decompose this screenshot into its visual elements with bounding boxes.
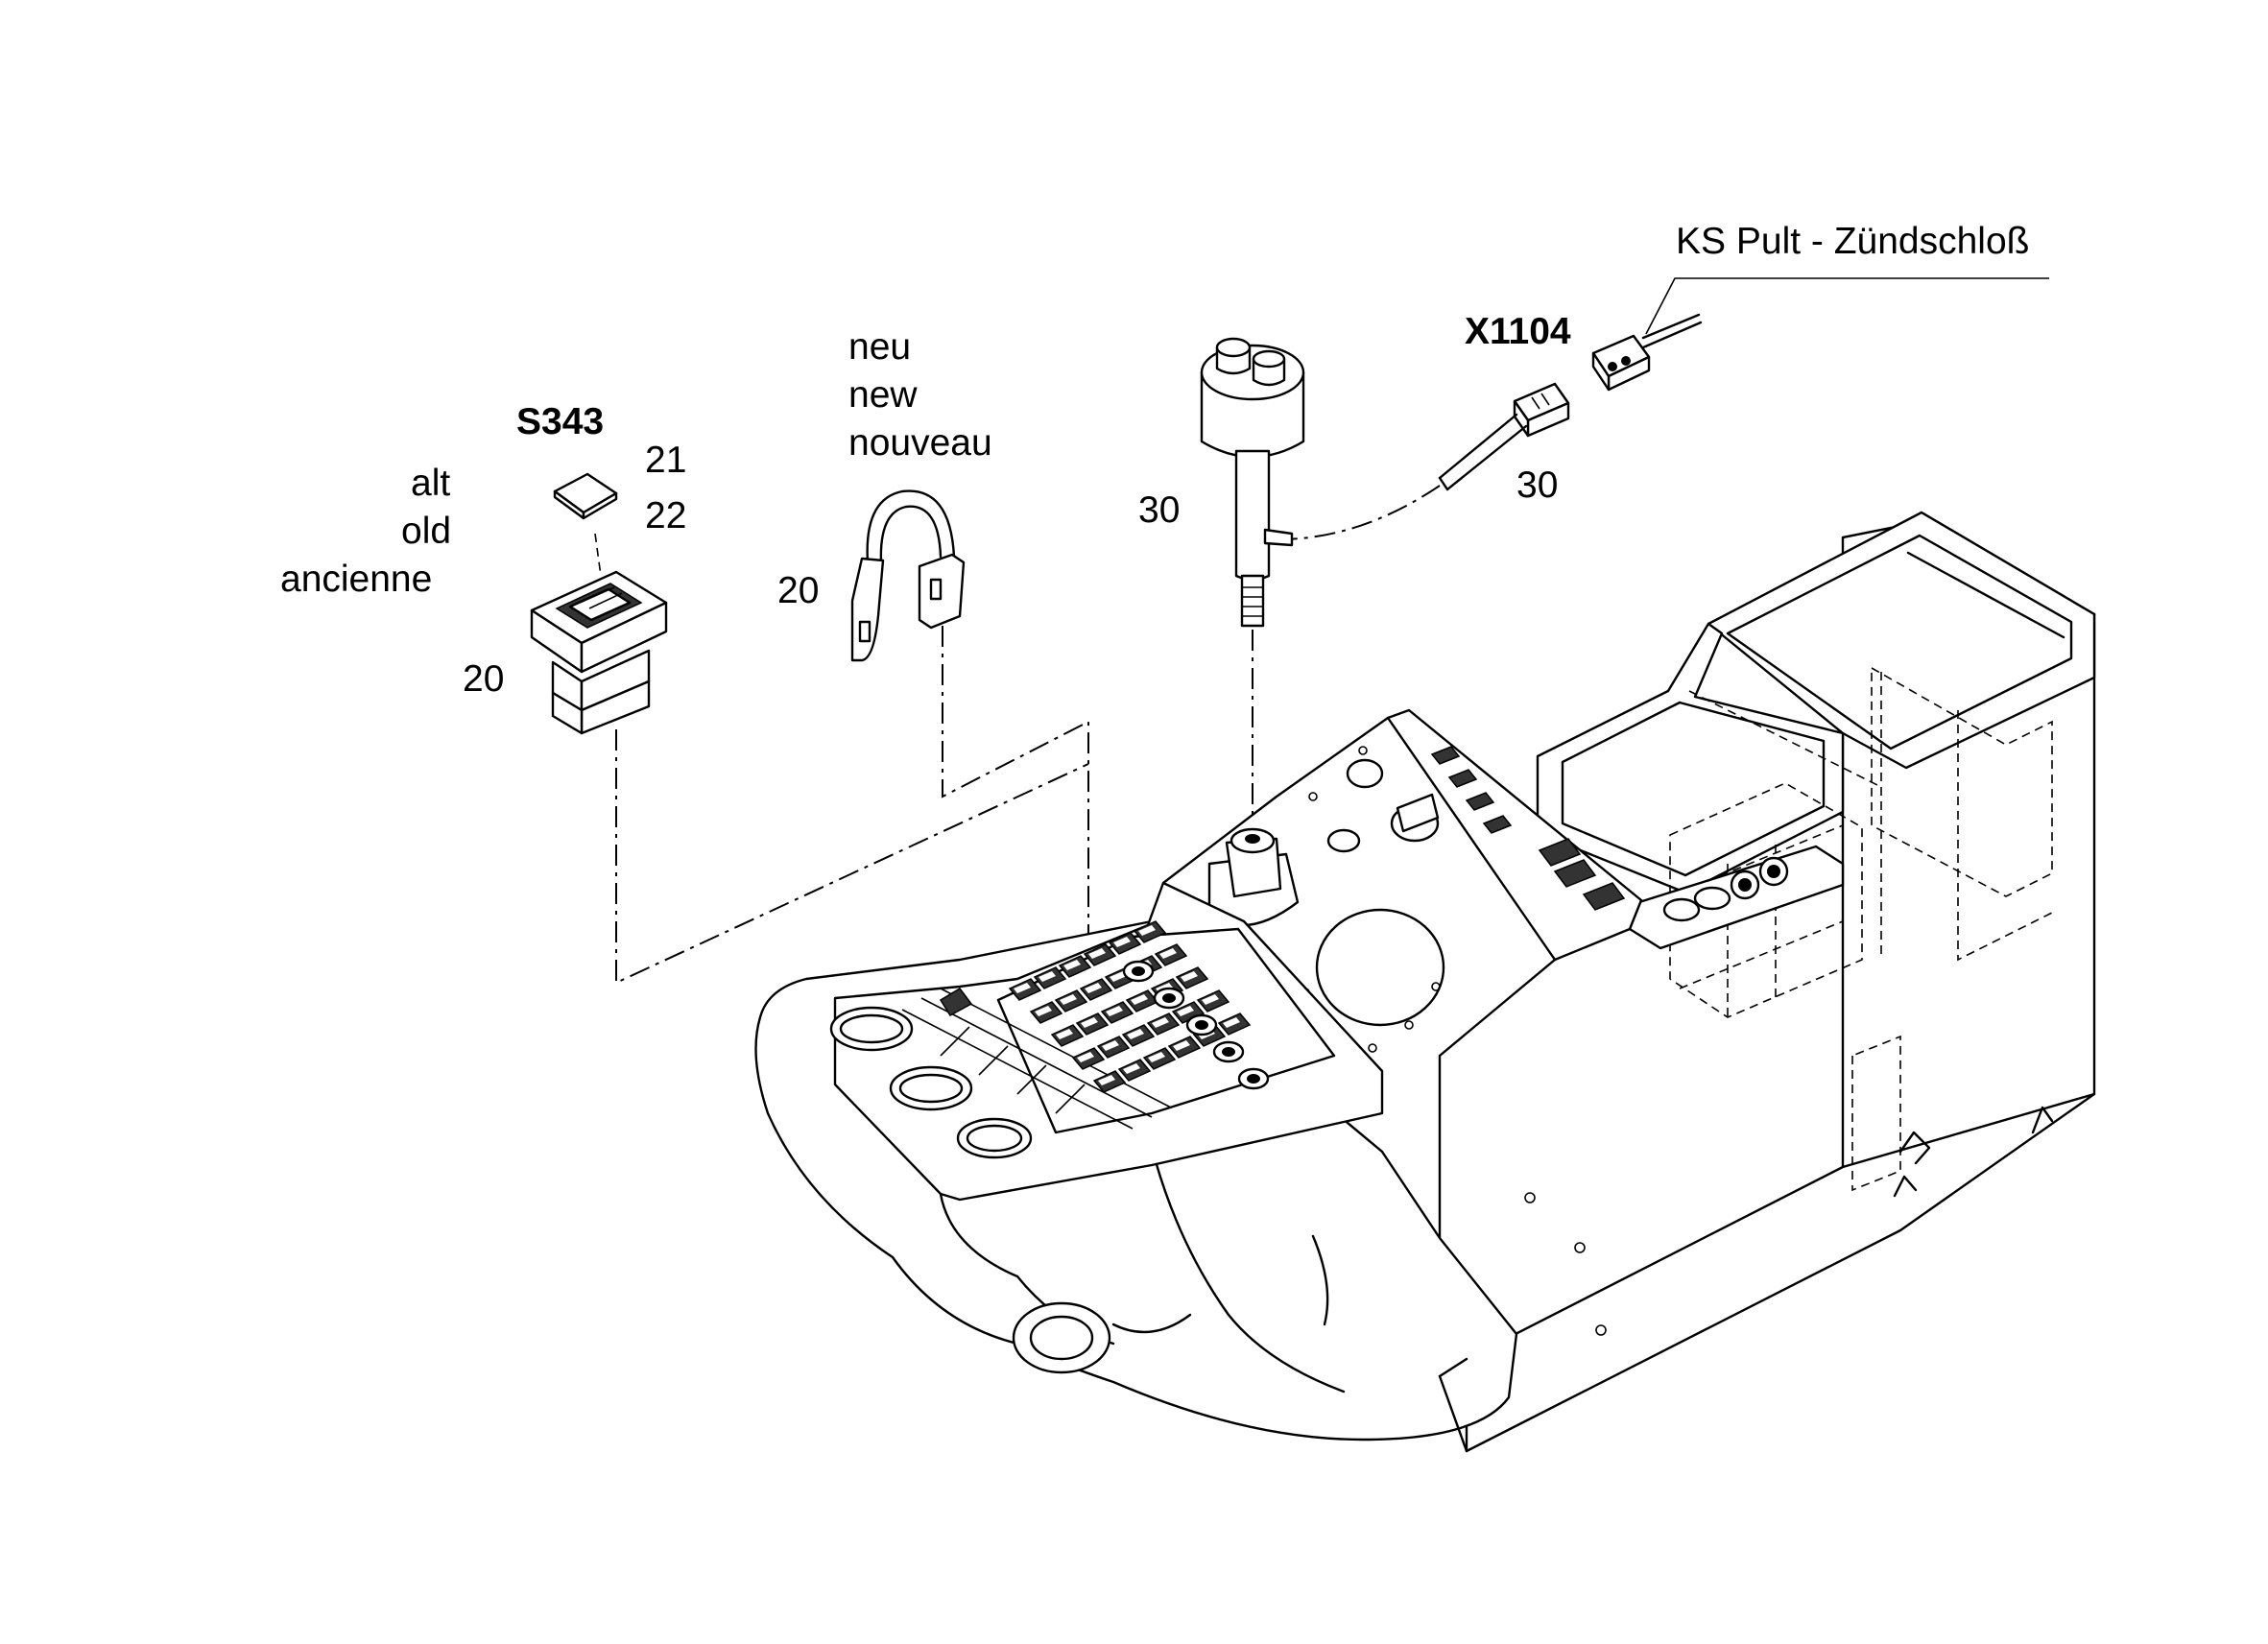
panel-switch-face (1081, 1017, 1098, 1028)
label-old: old (401, 511, 452, 552)
label-switch-s343: S343 (516, 401, 605, 442)
console-assembly (754, 511, 2096, 1453)
switch-grid (1008, 920, 1252, 1093)
rocker-switch-s343 (530, 472, 1089, 985)
panel-switch-face (1014, 983, 1031, 993)
panel-switch-face (1123, 1063, 1140, 1074)
jumper-cable-20 (850, 489, 1089, 960)
panel-switch-face (1039, 971, 1056, 982)
small-gauge-center (1195, 1020, 1208, 1030)
panel-switch-face (1060, 994, 1077, 1005)
label-item-30-knob: 30 (1138, 489, 1181, 531)
panel-switch-face (1102, 1040, 1119, 1051)
panel-switch-face (1085, 983, 1102, 993)
label-item-20-switch: 20 (463, 658, 505, 700)
small-gauge-center (1162, 993, 1176, 1003)
label-item-20-cable: 20 (777, 570, 820, 611)
small-gauge-center (1247, 1074, 1260, 1084)
panel-switch-face (1173, 1040, 1190, 1051)
small-gauges (1122, 960, 1270, 1090)
label-nouveau: nouveau (848, 422, 992, 464)
connector-x1104 (1283, 313, 1703, 540)
panel-switch-face (1035, 1006, 1052, 1016)
panel-switch-face (1131, 994, 1148, 1005)
console-base (1438, 1106, 2054, 1453)
label-item-22: 22 (645, 495, 687, 536)
panel-switch-face (1159, 948, 1177, 959)
panel-switch-face (1152, 1017, 1169, 1028)
label-new: new (848, 374, 918, 416)
panel-switch-face (1110, 971, 1127, 982)
panel-switch-face (1056, 1029, 1073, 1039)
label-ancienne: ancienne (280, 559, 433, 600)
panel-switch-face (1106, 1006, 1123, 1016)
label-connector-x1104: X1104 (1465, 311, 1571, 352)
small-gauge-center (1222, 1047, 1235, 1057)
label-neu: neu (848, 326, 912, 368)
panel-switch-face (1088, 948, 1106, 959)
panel-switch-face (1138, 925, 1156, 936)
small-gauge-center (1132, 966, 1145, 976)
panel-switch-face (1113, 937, 1131, 947)
panel-switch-face (1223, 1017, 1240, 1028)
panel-switch-face (1177, 1006, 1194, 1016)
label-item-30-harness: 30 (1516, 465, 1559, 506)
panel-switch-face (1202, 994, 1219, 1005)
knob-switch-30 (1200, 337, 1305, 835)
panel-switch-face (1077, 1052, 1094, 1062)
panel-switch-face (1127, 1029, 1144, 1039)
panel-switch-face (1063, 960, 1081, 970)
label-alt: alt (411, 463, 451, 504)
label-ks-pult-zuendschloss: KS Pult - Zündschloß (1676, 221, 2030, 262)
panel-switch-face (1148, 1052, 1165, 1062)
ks-pult-leader-line (1645, 277, 2049, 335)
panel-switch-face (1181, 971, 1198, 982)
panel-switch-face (1098, 1075, 1115, 1085)
label-item-21: 21 (645, 440, 687, 481)
